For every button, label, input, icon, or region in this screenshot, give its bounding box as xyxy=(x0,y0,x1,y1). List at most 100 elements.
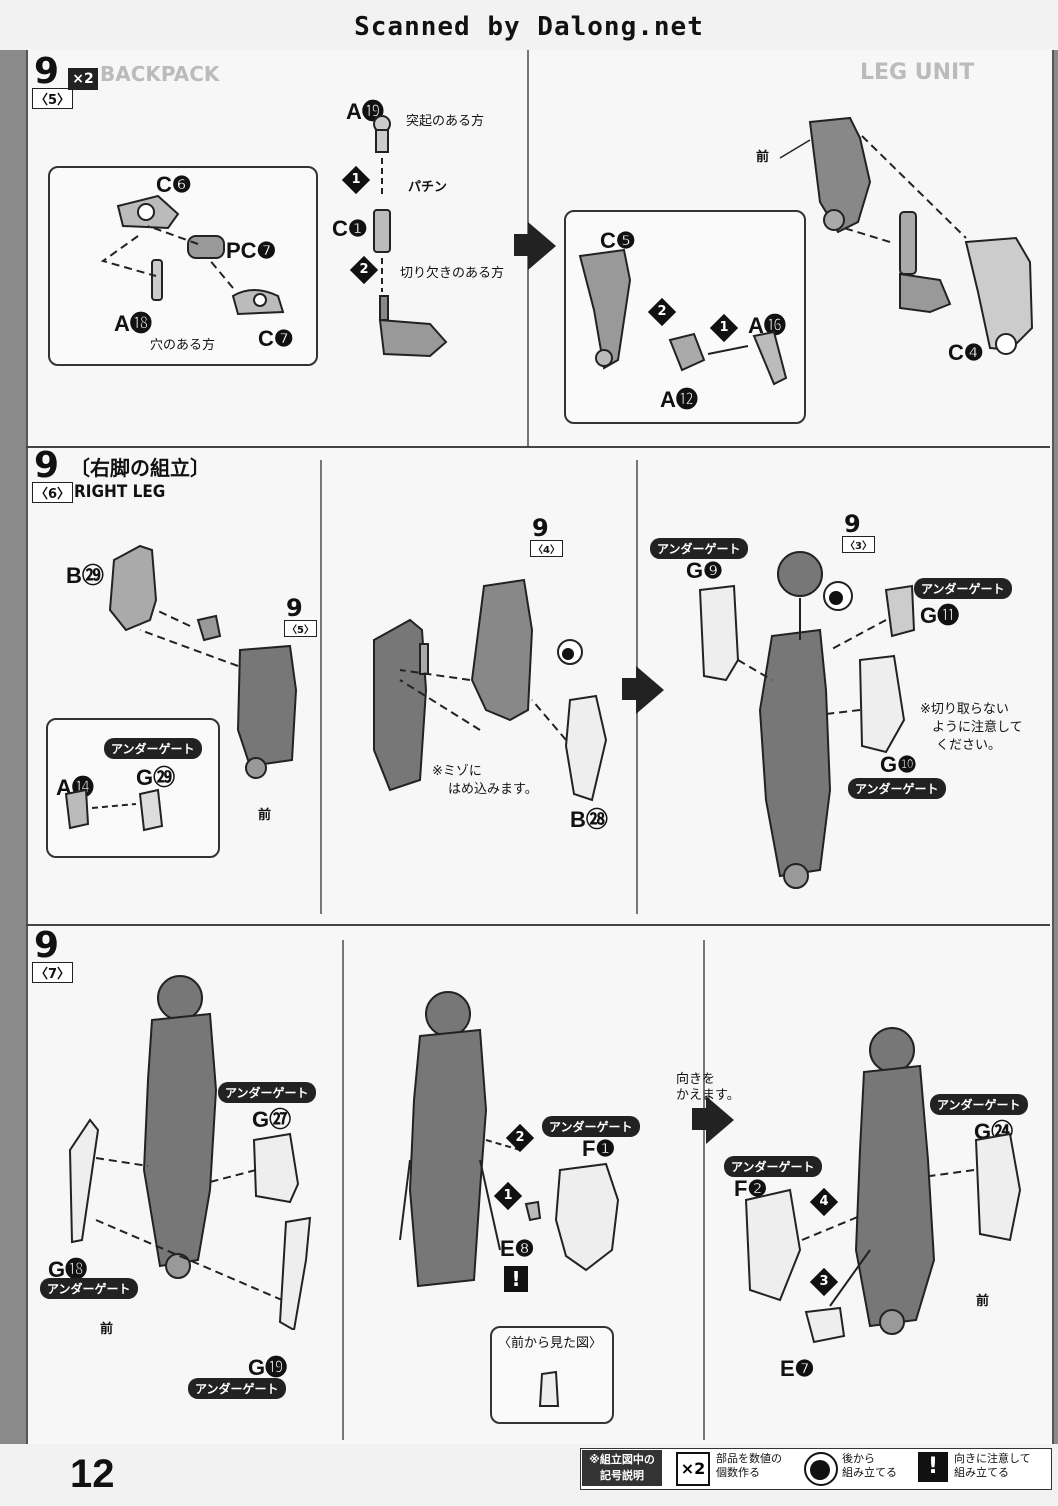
flow-arrow xyxy=(622,678,638,700)
hip-part-drawing xyxy=(578,248,788,386)
leg-assembly-drawing xyxy=(698,551,916,889)
hip-assembly-drawing xyxy=(779,116,1034,355)
section-divider xyxy=(26,446,1050,448)
subassembly-drawing xyxy=(100,194,285,316)
panel-divider xyxy=(703,940,705,1440)
step-substep: 〈7〉 xyxy=(32,962,74,983)
legend-later-text: 後から 組み立てる xyxy=(842,1452,897,1479)
step-number: 9 xyxy=(34,445,60,486)
sequence-marker: 1 xyxy=(493,1181,523,1211)
part-label-a18: A⓲ xyxy=(114,311,152,336)
front-view-part-drawing xyxy=(538,1370,560,1407)
section-title-jp: 〔右脚の組立〕 xyxy=(70,456,210,480)
leg-armor-drawing xyxy=(399,991,521,1288)
detail-callout xyxy=(48,166,318,366)
small-parts-drawing xyxy=(64,788,164,832)
scan-credit: Scanned by Dalong.net xyxy=(354,12,704,42)
under-gate-badge: アンダーゲート xyxy=(724,1156,822,1177)
part-label-c4: C❹ xyxy=(948,340,984,365)
reference-step-number: 9 xyxy=(532,514,549,542)
part-label-g9: G❾ xyxy=(686,558,723,583)
reference-step-number: 9 xyxy=(844,510,861,538)
part-label-c6: C❻ xyxy=(156,172,192,197)
legend-caution-text: 向きに注意して 組み立てる xyxy=(954,1452,1031,1479)
step-number: 9 xyxy=(34,51,60,92)
caution-icon: ! xyxy=(918,1452,948,1482)
note-protrusion-side: 突起のある方 xyxy=(406,114,485,129)
completed-leg-drawing xyxy=(744,1027,1022,1344)
legend-multiplier-text: 部品を数値の 個数作る xyxy=(716,1452,782,1479)
sequence-marker: 2 xyxy=(505,1123,535,1153)
under-gate-badge: アンダーゲート xyxy=(104,738,202,759)
note-do-not-cut-3: ください。 xyxy=(936,738,1002,753)
note-front: 前 xyxy=(258,808,272,823)
part-label-g11: G⓫ xyxy=(920,603,960,628)
leg-armor-drawing xyxy=(68,975,312,1330)
flow-arrow xyxy=(706,1096,734,1144)
flow-arrow xyxy=(528,222,556,270)
reference-substep: 〈3〉 xyxy=(842,536,875,553)
part-label-c7: C❼ xyxy=(258,326,294,351)
front-view-caption: 〈前から見た図〉 xyxy=(498,1336,603,1351)
note-front: 前 xyxy=(976,1294,990,1309)
part-label-g18: G⓲ xyxy=(48,1257,88,1282)
step-substep: 〈5〉 xyxy=(32,88,74,109)
part-label-e7: E❼ xyxy=(780,1356,815,1381)
assemble-later-icon xyxy=(804,1452,838,1486)
note-do-not-cut: ※切り取らない xyxy=(920,702,1009,717)
under-gate-badge: アンダーゲート xyxy=(218,1082,316,1103)
legend-heading: ※組立図中の 記号説明 xyxy=(582,1450,662,1486)
thigh-assembly-drawing xyxy=(373,578,608,802)
section-title-en: RIGHT LEG xyxy=(74,482,166,502)
bleed-through-text: BACKPACK xyxy=(100,62,220,86)
page-number: 12 xyxy=(70,1452,115,1496)
flow-arrow xyxy=(636,666,664,714)
note-do-not-cut-2: ように注意して xyxy=(932,720,1023,735)
scan-header: Scanned by Dalong.net xyxy=(0,0,1058,50)
bleed-through-text: LEG UNIT xyxy=(860,60,975,85)
panel-divider xyxy=(320,460,322,914)
note-groove: ※ミゾに xyxy=(432,764,482,779)
note-hole-side: 穴のある方 xyxy=(150,338,216,353)
under-gate-badge: アンダーゲート xyxy=(650,538,748,559)
reference-substep: 〈5〉 xyxy=(284,620,317,637)
under-gate-badge: アンダーゲート xyxy=(188,1378,286,1399)
reference-substep: 〈4〉 xyxy=(530,540,563,557)
shaft-assembly-drawing xyxy=(373,115,448,358)
step-number: 9 xyxy=(34,925,60,966)
part-label-c5: C❺ xyxy=(600,228,636,253)
part-label-f1: F❶ xyxy=(582,1136,616,1161)
note-groove-2: はめ込みます。 xyxy=(448,782,538,797)
multiplier-icon: ×2 xyxy=(676,1452,710,1486)
caution-icon: ! xyxy=(504,1266,528,1292)
note-front: 前 xyxy=(756,150,770,165)
under-gate-badge: アンダーゲート xyxy=(40,1278,138,1299)
note-snap: パチン xyxy=(408,180,448,195)
panel-divider xyxy=(342,940,344,1440)
note-turn-around: 向きを xyxy=(676,1072,716,1087)
leg-frame-drawing xyxy=(108,544,298,779)
under-gate-badge: アンダーゲート xyxy=(914,578,1012,599)
multiplier-badge: ×2 xyxy=(68,68,98,90)
note-front: 前 xyxy=(100,1322,114,1337)
flow-arrow xyxy=(692,1108,708,1130)
part-label-b28: B㉘ xyxy=(570,807,608,832)
step-substep: 〈6〉 xyxy=(32,482,74,503)
part-label-b29: B㉙ xyxy=(66,563,104,588)
part-label-c1: C❶ xyxy=(332,216,368,241)
under-gate-badge: アンダーゲート xyxy=(542,1116,640,1137)
part-label-g19: G⓳ xyxy=(248,1355,288,1380)
part-label-pc7: PC❼ xyxy=(226,238,277,263)
reference-step-number: 9 xyxy=(286,594,303,622)
section-divider xyxy=(26,924,1050,926)
under-gate-badge: アンダーゲート xyxy=(930,1094,1028,1115)
part-label-a12: A⓬ xyxy=(660,387,698,412)
part-label-e8: E❽ xyxy=(500,1236,535,1261)
under-gate-badge: アンダーゲート xyxy=(848,778,946,799)
flow-arrow xyxy=(514,234,530,256)
part-label-g27: G㉗ xyxy=(252,1107,292,1132)
note-notch-side: 切り欠きのある方 xyxy=(400,266,505,281)
front-armor-drawing xyxy=(524,1162,620,1272)
part-label-g29: G㉙ xyxy=(136,765,176,790)
